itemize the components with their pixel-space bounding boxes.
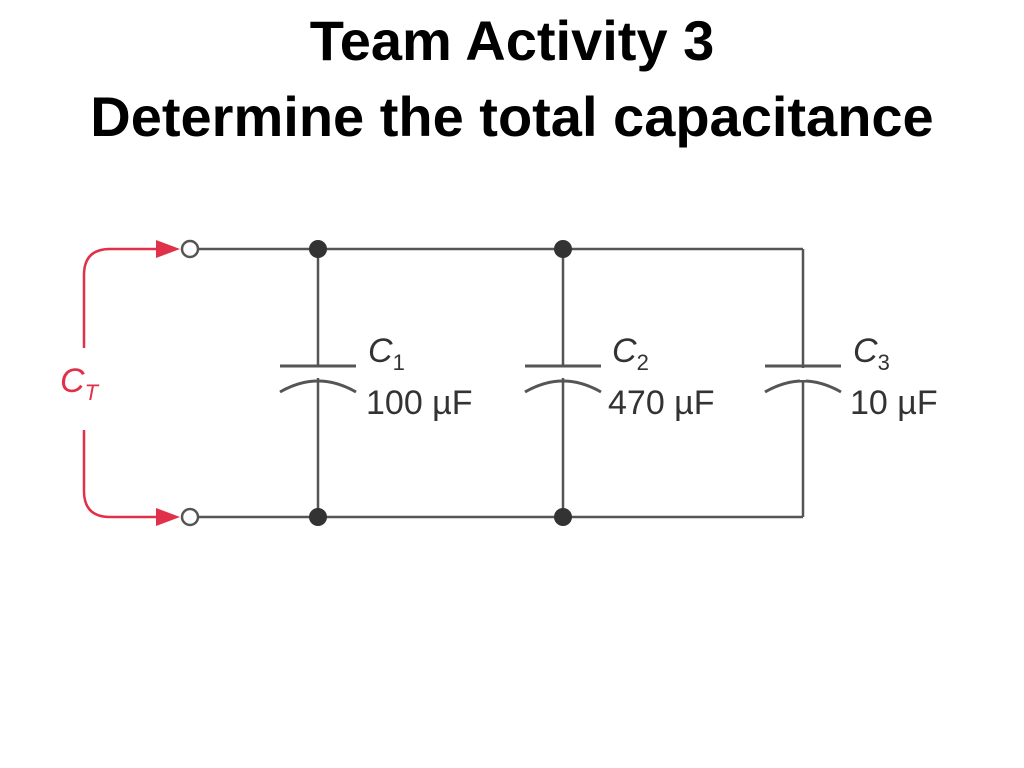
c3-name-label: C3 xyxy=(853,332,890,375)
bottom-arrow-line xyxy=(82,430,162,519)
junction-dot-bottom-c2 xyxy=(554,508,572,526)
c3-subscript: 3 xyxy=(878,350,890,375)
c1-letter: C xyxy=(368,332,393,370)
slide-subtitle: Determine the total capacitance xyxy=(90,85,934,148)
c3-letter: C xyxy=(853,332,878,370)
terminals xyxy=(180,239,200,527)
top-arrow-line xyxy=(82,247,162,348)
c2-letter: C xyxy=(612,332,637,370)
junction-dot-bottom-c1 xyxy=(309,508,327,526)
c2-value-label: 470 µF xyxy=(608,384,715,422)
c3-value-label: 10 µF xyxy=(850,384,938,422)
total-capacitance-label: CT xyxy=(60,362,100,405)
c1-value-label: 100 µF xyxy=(366,384,473,422)
total-capacitance-letter: C xyxy=(60,362,85,400)
bottom-terminal xyxy=(180,507,200,527)
total-capacitance-subscript: T xyxy=(85,380,100,405)
circuit-wires xyxy=(198,247,805,519)
c2-curved-plate xyxy=(524,379,602,394)
c1-name-label: C1 xyxy=(368,332,405,375)
slide-title: Team Activity 3 xyxy=(309,9,715,72)
bottom-arrow-head xyxy=(156,508,180,526)
c1-subscript: 1 xyxy=(393,350,405,375)
c2-name-label: C2 xyxy=(612,332,649,375)
junction-dots xyxy=(309,240,572,526)
c3-curved-plate xyxy=(764,379,842,394)
c1-curved-plate xyxy=(279,379,357,394)
top-arrow-head xyxy=(156,240,180,258)
capacitor-symbols xyxy=(279,364,842,394)
total-capacitance-arrows xyxy=(82,247,162,519)
junction-dot-top-c2 xyxy=(554,240,572,258)
junction-dot-top-c1 xyxy=(309,240,327,258)
arrow-heads xyxy=(156,240,180,526)
c2-subscript: 2 xyxy=(637,350,649,375)
top-terminal xyxy=(180,239,200,259)
